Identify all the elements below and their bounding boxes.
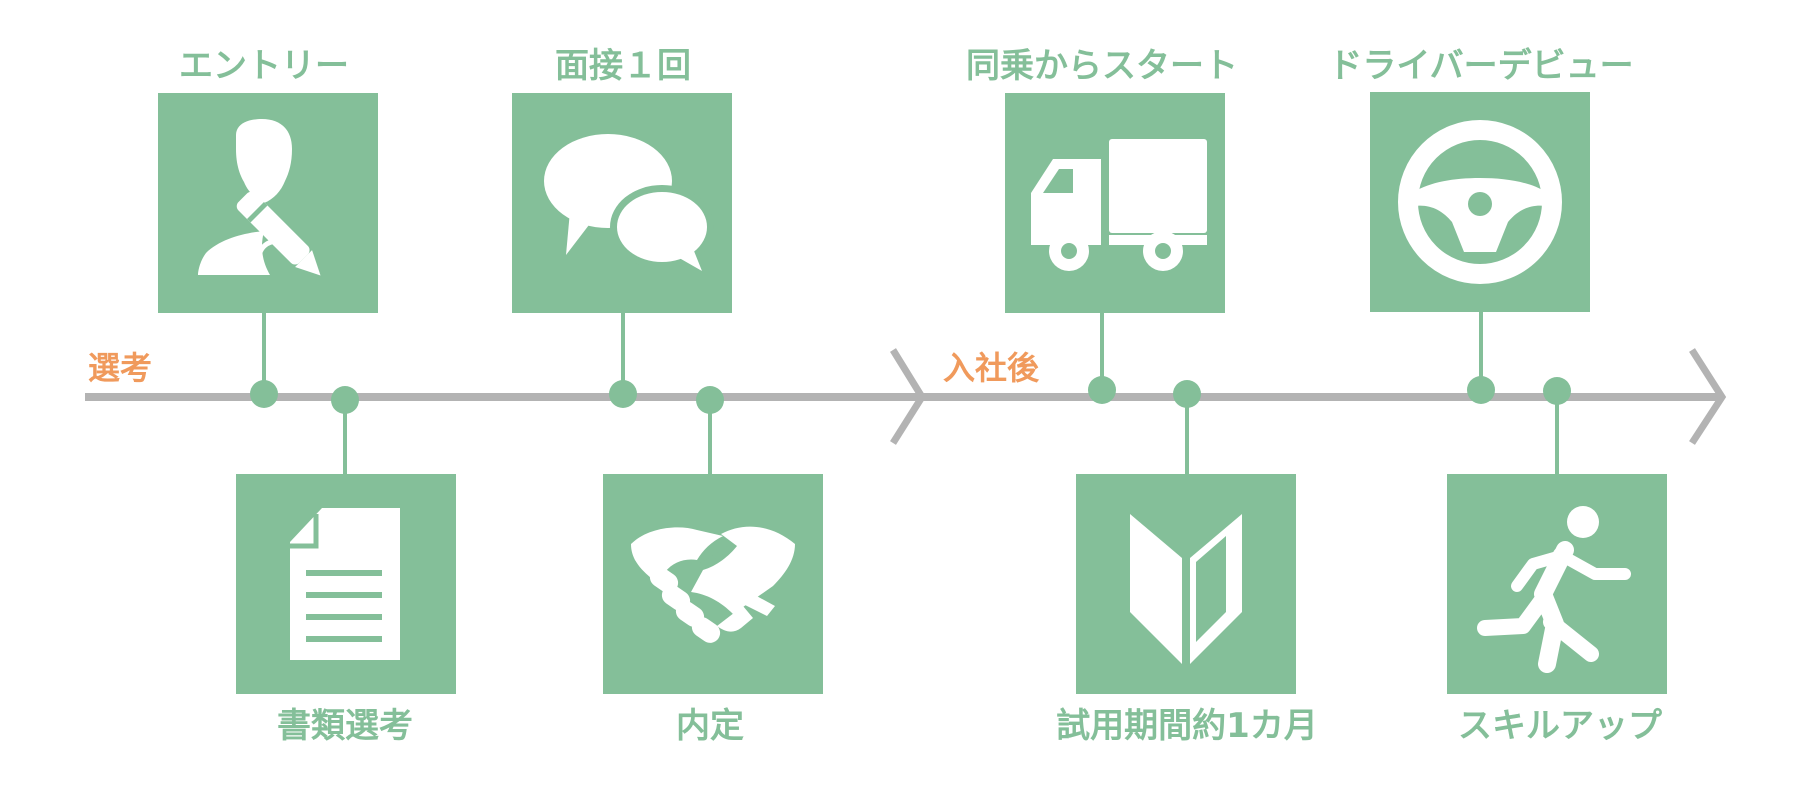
step-label-interview: 面接１回 [555, 46, 691, 86]
dot-offer [696, 386, 724, 414]
step-box-trial-period [1076, 474, 1296, 694]
dot-trial-period [1173, 380, 1201, 408]
step-label-document-screening: 書類選考 [277, 706, 413, 746]
step-label-ride-along: 同乗からスタート [966, 46, 1238, 86]
truck-icon [1031, 139, 1207, 271]
dot-document-screening [331, 386, 359, 414]
step-box-skill-up [1447, 474, 1667, 694]
user-pen-icon [198, 119, 321, 276]
dot-driver-debut [1467, 376, 1495, 404]
step-label-offer: 内定 [676, 706, 744, 746]
document-icon [290, 508, 400, 660]
step-box-document-screening [236, 474, 456, 694]
dot-ride-along [1088, 376, 1116, 404]
step-label-driver-debut: ドライバーデビュー [1328, 46, 1634, 86]
beginner-mark-icon [1130, 514, 1242, 664]
step-box-entry [158, 93, 378, 313]
dot-skill-up [1543, 377, 1571, 405]
phase-label-after-joining: 入社後 [943, 349, 1040, 387]
step-box-ride-along [1005, 93, 1225, 313]
step-label-skill-up: スキルアップ [1458, 706, 1662, 746]
phase-arrow-2 [1689, 348, 1727, 445]
step-box-offer [603, 474, 823, 694]
phase-arrow-1 [890, 348, 927, 445]
step-box-interview [512, 93, 732, 313]
phase-label-selection: 選考 [88, 349, 153, 387]
handshake-icon [631, 526, 795, 643]
steering-wheel-icon [1398, 120, 1562, 284]
step-label-entry: エントリー [179, 46, 349, 86]
speech-bubbles-icon [544, 134, 714, 271]
dot-interview [609, 380, 637, 408]
running-person-icon [1477, 506, 1631, 673]
step-label-trial-period: 試用期間約1カ月 [1056, 706, 1318, 746]
step-box-driver-debut [1370, 92, 1590, 312]
dot-entry [250, 380, 278, 408]
